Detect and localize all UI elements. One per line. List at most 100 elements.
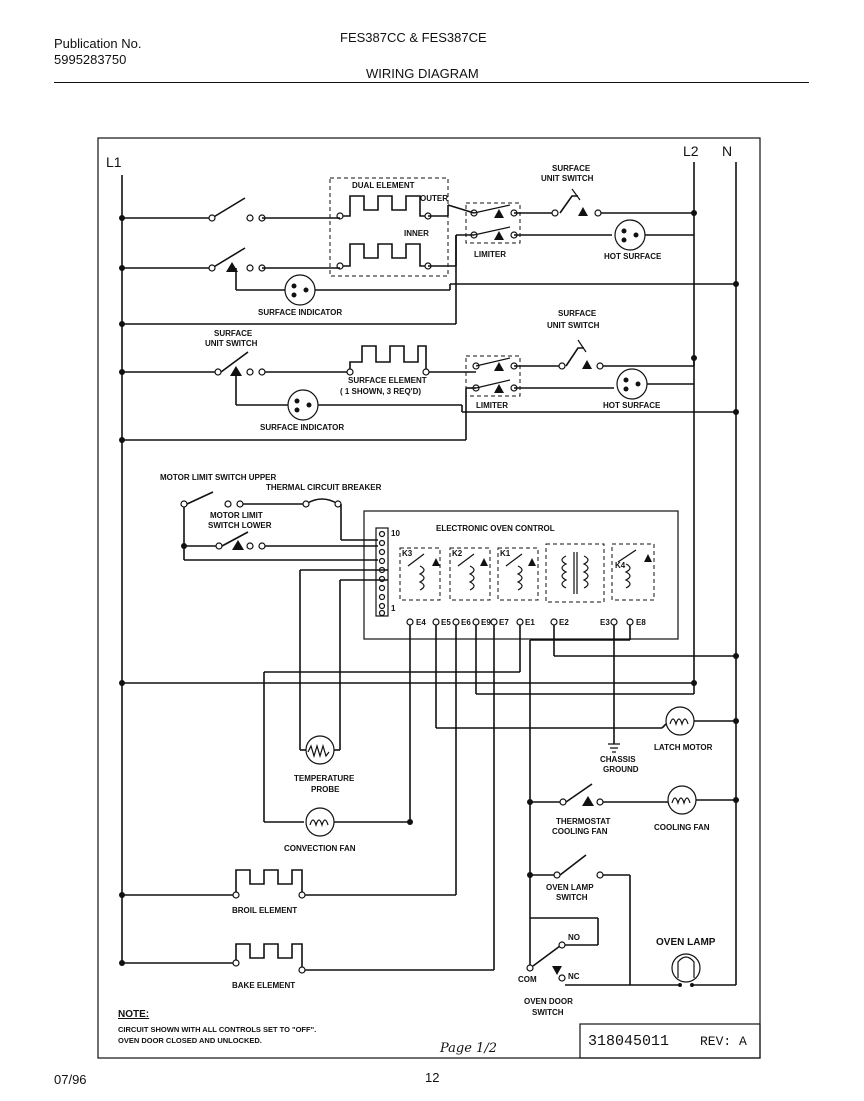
oven-door-switch-label-2: SWITCH <box>532 1008 564 1017</box>
oven-door-switch-label-1: OVEN DOOR <box>524 997 573 1006</box>
terminal-e3: E3 <box>600 618 610 627</box>
oven-lamp-switch-label-1: OVEN LAMP <box>546 883 594 892</box>
temperature-probe-icon <box>305 735 335 765</box>
connector-top-label: 10 <box>391 529 400 538</box>
footer-date: 07/96 <box>54 1072 87 1087</box>
relay-k4 <box>611 543 655 601</box>
surface-element-label: SURFACE ELEMENT <box>348 376 427 385</box>
dual-switch-inner-icon <box>211 247 246 269</box>
publication-label: Publication No. <box>54 36 142 51</box>
chassis-ground-label-1: CHASSIS <box>600 755 636 764</box>
oven-door-nc-label: NC <box>568 972 580 981</box>
motor-limit-upper-icon <box>186 491 214 505</box>
note-line-1: CIRCUIT SHOWN WITH ALL CONTROLS SET TO "… <box>118 1025 316 1034</box>
surface-unit-switch-1-label-a: SURFACE <box>552 164 591 173</box>
note-line-2: OVEN DOOR CLOSED AND UNLOCKED. <box>118 1036 262 1045</box>
bake-element-icon <box>235 943 303 970</box>
oven-lamp-switch-label-2: SWITCH <box>556 893 588 902</box>
connector-bottom-label: 1 <box>391 604 396 613</box>
model-numbers: FES387CC & FES387CE <box>340 30 487 45</box>
header-rule <box>54 82 809 83</box>
part-number: 318045011 <box>588 1033 669 1050</box>
dual-element-group: DUAL ELEMENT OUTER INNER <box>329 177 449 277</box>
relay-k3 <box>399 547 441 601</box>
relay-k1-label: K1 <box>500 549 511 558</box>
thermostat-label-1: THERMOSTAT <box>556 817 610 826</box>
broil-element-label: BROIL ELEMENT <box>232 906 297 915</box>
terminal-e9: E9 <box>481 618 491 627</box>
surface-indicator-1-icon <box>284 274 316 306</box>
motor-limit-lower-label-2: SWITCH LOWER <box>208 521 272 530</box>
rail-l2-label: L2 <box>683 143 699 159</box>
surface-unit-switch-1-icon <box>559 195 578 214</box>
inner-element-icon <box>340 243 428 267</box>
terminal-e4: E4 <box>416 618 426 627</box>
connector-pins <box>378 530 386 617</box>
transformer <box>545 543 605 603</box>
oven-door-no-label: NO <box>568 933 580 942</box>
motor-limit-lower-icon <box>221 531 249 547</box>
part-number-box <box>579 1023 761 1059</box>
thermostat-label-2: COOLING FAN <box>552 827 608 836</box>
oven-door-switch-icon <box>532 945 561 967</box>
terminal-e5: E5 <box>441 618 451 627</box>
surface-indicator-2-label: SURFACE INDICATOR <box>260 423 344 432</box>
surface-element-note: ( 1 SHOWN, 3 REQ'D) <box>340 387 421 396</box>
surface-indicator-1-label: SURFACE INDICATOR <box>258 308 342 317</box>
handwritten-page-note: Page 1/2 <box>439 1041 497 1056</box>
inner-label: INNER <box>404 229 429 238</box>
revision: REV: A <box>700 1034 747 1049</box>
oven-lamp-switch-icon <box>559 854 587 876</box>
cooling-fan-icon <box>667 785 697 815</box>
terminal-e6: E6 <box>461 618 471 627</box>
oven-lamp-icon <box>671 953 701 983</box>
surface-unit-switch-2-icon <box>220 351 249 373</box>
section-title: WIRING DIAGRAM <box>366 66 479 81</box>
limiter-1 <box>465 202 521 244</box>
limiter-2-label: LIMITER <box>476 401 508 410</box>
motor-limit-lower-label-1: MOTOR LIMIT <box>210 511 263 520</box>
terminal-e7: E7 <box>499 618 509 627</box>
surface-unit-switch-3-label-b: UNIT SWITCH <box>547 321 600 330</box>
outer-element-icon <box>340 195 428 217</box>
bake-element-label: BAKE ELEMENT <box>232 981 295 990</box>
terminal-e8: E8 <box>636 618 646 627</box>
note-title: NOTE: <box>118 1009 149 1020</box>
hot-surface-1-label: HOT SURFACE <box>604 252 662 261</box>
surface-unit-switch-1-label-b: UNIT SWITCH <box>541 174 594 183</box>
cooling-fan-label: COOLING FAN <box>654 823 710 832</box>
chassis-ground-label-2: GROUND <box>603 765 639 774</box>
latch-motor-icon <box>665 706 695 736</box>
limiter-2 <box>465 355 521 397</box>
rail-l1-label: L1 <box>106 154 122 170</box>
broil-element-icon <box>235 869 303 895</box>
oven-lamp-label: OVEN LAMP <box>656 937 716 948</box>
latch-motor-label: LATCH MOTOR <box>654 743 713 752</box>
relay-k2-label: K2 <box>452 549 463 558</box>
relay-k1 <box>497 547 539 601</box>
terminal-e1: E1 <box>525 618 535 627</box>
electronic-oven-control-box <box>363 510 679 640</box>
surface-indicator-2-icon <box>287 389 319 421</box>
surface-element-icon <box>349 345 427 372</box>
surface-unit-switch-2-label-b: UNIT SWITCH <box>205 339 258 348</box>
convection-fan-label: CONVECTION FAN <box>284 844 356 853</box>
hot-surface-1-icon <box>614 219 646 251</box>
limiter-1-label: LIMITER <box>474 250 506 259</box>
surface-unit-switch-2-label-a: SURFACE <box>214 329 253 338</box>
publication-number: 5995283750 <box>54 52 127 67</box>
relay-k2 <box>449 547 491 601</box>
relay-k3-label: K3 <box>402 549 413 558</box>
thermal-breaker-label: THERMAL CIRCUIT BREAKER <box>266 483 382 492</box>
oven-door-com-label: COM <box>518 975 537 984</box>
temperature-probe-label-2: PROBE <box>311 785 340 794</box>
diagram-border <box>97 137 761 1059</box>
dual-switch-outer-icon <box>211 197 246 219</box>
chassis-ground-icon <box>608 743 620 753</box>
relay-k4-label: K4 <box>615 561 626 570</box>
footer-page: 12 <box>425 1070 440 1085</box>
dual-element-label: DUAL ELEMENT <box>352 181 415 190</box>
surface-unit-switch-3-icon <box>565 347 584 367</box>
rail-n-label: N <box>722 143 732 159</box>
